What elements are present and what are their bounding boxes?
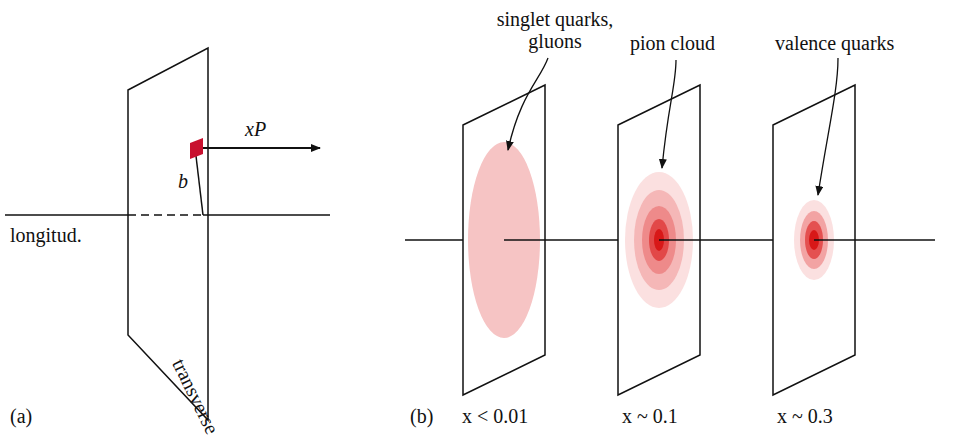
callout-label: valence quarks xyxy=(775,32,894,54)
momentum-fraction: x ~ 0.1 xyxy=(622,405,678,427)
momentum-fraction: x ~ 0.3 xyxy=(777,405,833,427)
panel-label: (a) xyxy=(10,405,32,427)
impact-parameter-label: b xyxy=(178,170,188,192)
momentum-fraction: x < 0.01 xyxy=(462,405,528,427)
callout-label: singlet quarks, gluons xyxy=(490,8,620,52)
panel-label: (b) xyxy=(410,405,433,427)
callout-label: pion cloud xyxy=(630,32,715,54)
axis-label: longitud. xyxy=(10,224,82,246)
momentum-label: xP xyxy=(245,118,266,140)
